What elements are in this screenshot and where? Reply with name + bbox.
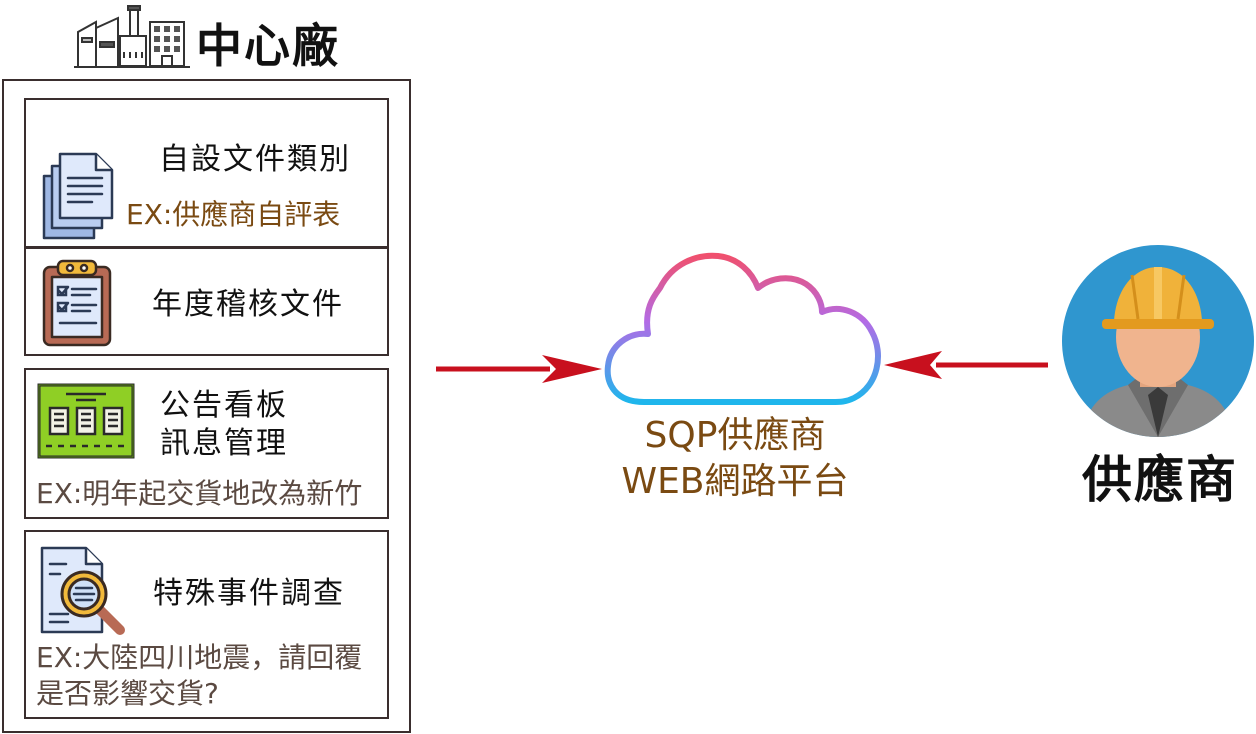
card-bulletin-title-line1: 公告看板 xyxy=(160,388,288,423)
factory-icon xyxy=(74,5,190,68)
platform-title-line2: WEB網路平台 xyxy=(621,461,849,502)
headquarters-title: 中心廠 xyxy=(196,19,340,73)
documents-icon xyxy=(42,152,114,240)
card-annual-audit-documents: 年度稽核文件 xyxy=(24,247,389,356)
arrow-left-to-platform xyxy=(884,351,1048,379)
card-event-example-line1: EX:大陸四川地震，請回覆 xyxy=(36,641,363,674)
clipboard-checklist-icon xyxy=(42,259,112,347)
card-event-example-line2: 是否影響交貨? xyxy=(36,677,219,710)
card-event-title: 特殊事件調查 xyxy=(153,576,345,611)
card-custom-document-category: 自設文件類別 EX:供應商自評表 xyxy=(24,98,389,248)
cloud-icon xyxy=(604,252,881,405)
card-bulletin-board: 公告看板 訊息管理 EX:明年起交貨地改為新竹 xyxy=(24,368,389,519)
card-special-event-investigation: 特殊事件調查 EX:大陸四川地震，請回覆 是否影響交貨? xyxy=(24,530,389,719)
card-custom-example: EX:供應商自評表 xyxy=(126,198,341,231)
headquarters-frame xyxy=(2,79,411,733)
document-search-icon xyxy=(40,546,125,635)
card-bulletin-title-line2: 訊息管理 xyxy=(160,426,288,461)
arrow-right-to-platform xyxy=(436,355,602,383)
card-audit-title: 年度稽核文件 xyxy=(152,287,344,322)
card-bulletin-example: EX:明年起交貨地改為新竹 xyxy=(36,477,363,510)
supplier-label: 供應商 xyxy=(1082,451,1238,509)
bulletin-board-icon xyxy=(37,383,135,459)
platform-title-line1: SQP供應商 xyxy=(644,415,826,456)
card-custom-title: 自設文件類別 xyxy=(159,142,351,177)
worker-avatar-icon xyxy=(1062,245,1254,437)
